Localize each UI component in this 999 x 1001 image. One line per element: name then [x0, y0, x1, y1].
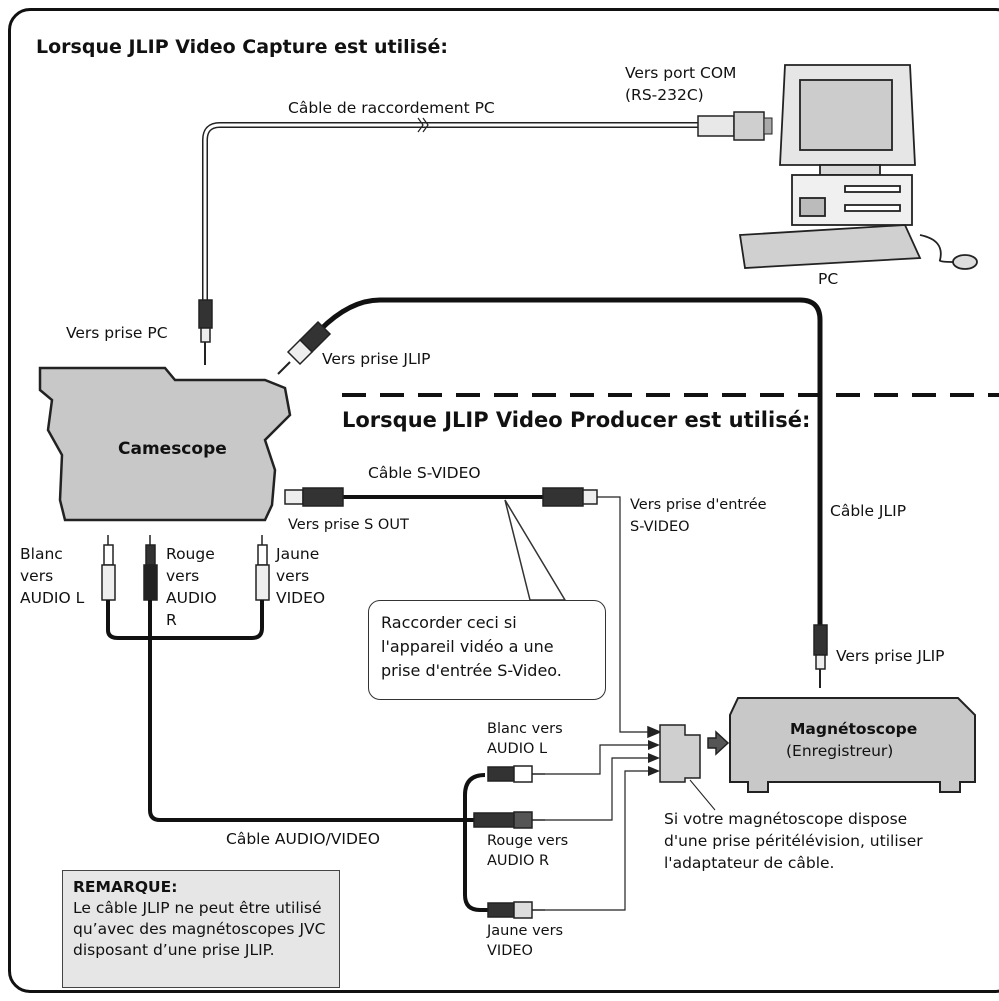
vcr-label: Magnétoscope	[790, 720, 918, 738]
label-rouge-r: R	[166, 611, 177, 629]
note-line: qu’avec des magnétoscopes JVC	[73, 920, 326, 938]
label-vers-prise-jlip-vcr: Vers prise JLIP	[836, 647, 945, 665]
label-blanc-vers: vers	[20, 567, 54, 585]
callout-pointer	[504, 499, 567, 601]
vcr-sublabel: (Enregistreur)	[786, 742, 894, 760]
diagram-frame	[8, 8, 999, 993]
svideo-cable	[284, 487, 662, 739]
vcr-illustration	[729, 697, 976, 793]
label-peritel-1: Si votre magnétoscope dispose	[664, 810, 908, 828]
av-cable	[106, 600, 490, 912]
label-vers-prise-jlip-camera: Vers prise JLIP	[322, 350, 431, 368]
label-jaune-vers: vers	[276, 567, 310, 585]
label-blanc-vers-vcr: Blanc vers	[487, 721, 563, 737]
camcorder-label: Camescope	[118, 439, 227, 459]
label-peritel-2: d'une prise péritélévision, utiliser	[664, 832, 923, 850]
label-jaune: Jaune	[276, 545, 320, 563]
label-video-vcr: VIDEO	[487, 943, 533, 959]
label-jaune-video: VIDEO	[276, 589, 326, 607]
label-vers-prise-pc: Vers prise PC	[66, 324, 168, 342]
label-vers-port-com: Vers port COM	[625, 64, 737, 82]
note-box: REMARQUE: Le câble JLIP ne peut être uti…	[62, 870, 340, 988]
svideo-callout: Raccorder ceci si l'appareil vidéo a une…	[368, 600, 606, 700]
jlip-cable	[318, 297, 823, 625]
label-rouge-vers-vcr: Rouge vers	[487, 833, 569, 849]
label-pc-cable: Câble de raccordement PC	[288, 99, 495, 117]
label-blanc-audio-l: AUDIO L	[20, 589, 85, 607]
note-line: Le câble JLIP ne peut être utilisé	[73, 899, 322, 917]
jlip-plug-vcr	[813, 624, 828, 688]
section-heading-producer: Lorsque JLIP Video Producer est utilisé:	[342, 408, 811, 432]
label-av-cable: Câble AUDIO/VIDEO	[226, 830, 380, 848]
callout-line: Raccorder ceci si	[381, 613, 517, 632]
label-pc: PC	[818, 270, 839, 288]
section-heading-capture: Lorsque JLIP Video Capture est utilisé:	[36, 36, 448, 58]
av-plugs-vcr	[473, 765, 545, 919]
label-jaune-vers-vcr: Jaune vers	[487, 923, 564, 939]
pc-cable	[202, 117, 700, 300]
label-vers-prise-entree: Vers prise d'entrée	[630, 497, 767, 513]
av-plugs-camera	[101, 535, 270, 601]
arrowheads	[648, 740, 660, 776]
label-rouge: Rouge	[166, 545, 215, 563]
pc-illustration	[738, 64, 978, 270]
label-svideo: S-VIDEO	[630, 519, 690, 535]
label-blanc: Blanc	[20, 545, 63, 563]
camcorder-body	[38, 366, 292, 522]
label-audio-l-vcr: AUDIO L	[487, 741, 548, 757]
av-leads	[545, 744, 648, 911]
label-peritel-3: l'adaptateur de câble.	[664, 854, 835, 872]
label-audio-r-vcr: AUDIO R	[487, 853, 550, 869]
pc-plug	[198, 299, 213, 365]
label-rouge-audio: AUDIO	[166, 589, 217, 607]
callout-line: l'appareil vidéo a une	[381, 637, 554, 656]
note-title: REMARQUE:	[73, 878, 178, 896]
label-jlip-cable: Câble JLIP	[830, 502, 907, 520]
rs232c-connector	[697, 111, 773, 141]
label-vers-prise-sout: Vers prise S OUT	[288, 517, 409, 533]
jlip-plug-camera	[277, 320, 332, 375]
label-rouge-vers: vers	[166, 567, 200, 585]
label-rs232c: (RS-232C)	[625, 86, 704, 104]
label-svideo-cable: Câble S-VIDEO	[368, 464, 481, 482]
callout-line: prise d'entrée S-Video.	[381, 661, 562, 680]
scart-adaptor	[659, 724, 730, 811]
note-line: disposant d’une prise JLIP.	[73, 941, 275, 959]
